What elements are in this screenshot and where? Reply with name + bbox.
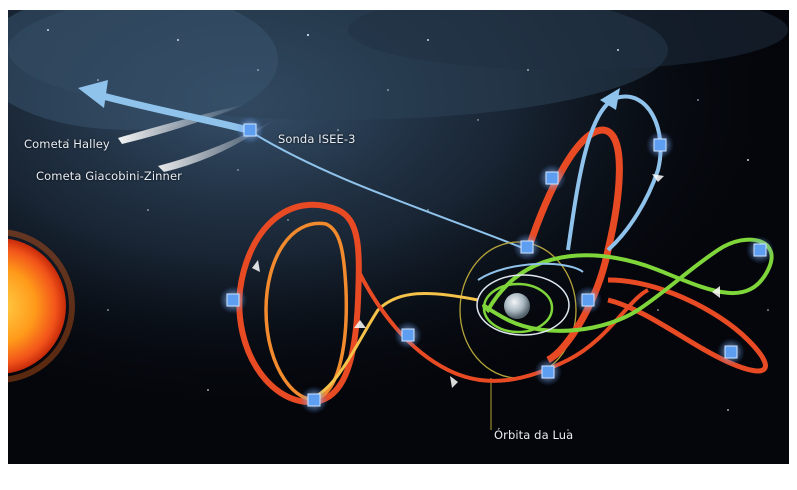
comet-halley-tail	[118, 104, 246, 144]
earth-swirl-green	[482, 282, 554, 334]
moon-orbit-label: Órbita da Lua	[494, 428, 574, 442]
star-field	[47, 29, 769, 431]
earth-icon	[504, 293, 530, 319]
spacecraft-marker-icon	[574, 286, 602, 314]
space-illustration: Cometa Halley Cometa Giacobini-Zinner So…	[8, 10, 789, 464]
spacecraft-marker-icon	[534, 358, 562, 386]
trajectory-arrow-icon	[78, 80, 108, 108]
trajectory-diagram	[8, 10, 789, 464]
spacecraft-marker-icon	[746, 236, 774, 264]
sun-icon	[8, 238, 66, 374]
probe-transfer-path	[247, 129, 529, 251]
trajectory-arrow-icon	[600, 88, 620, 110]
right-loop-red	[607, 277, 768, 374]
probe-markers	[219, 116, 774, 414]
comet-halley-label: Cometa Halley	[24, 137, 110, 151]
spacecraft-marker-icon	[646, 131, 674, 159]
spacecraft-marker-icon	[219, 286, 247, 314]
comet-giacobini-label: Cometa Giacobini-Zinner	[36, 169, 182, 183]
spacecraft-marker-icon	[538, 164, 566, 192]
spacecraft-marker-icon	[717, 338, 745, 366]
probe-label: Sonda ISEE-3	[278, 132, 356, 146]
comet-giacobini-tail	[158, 120, 274, 172]
spacecraft-marker-icon	[513, 233, 541, 261]
halo-orbit-yellow	[307, 292, 479, 402]
earth-swirl-white	[476, 274, 570, 336]
departure-arrow	[102, 92, 249, 134]
upper-loop-blue	[566, 94, 663, 252]
direction-arrows	[252, 174, 720, 388]
spacecraft-marker-icon	[236, 116, 264, 144]
spacecraft-marker-icon	[300, 386, 328, 414]
spacecraft-marker-icon	[394, 321, 422, 349]
